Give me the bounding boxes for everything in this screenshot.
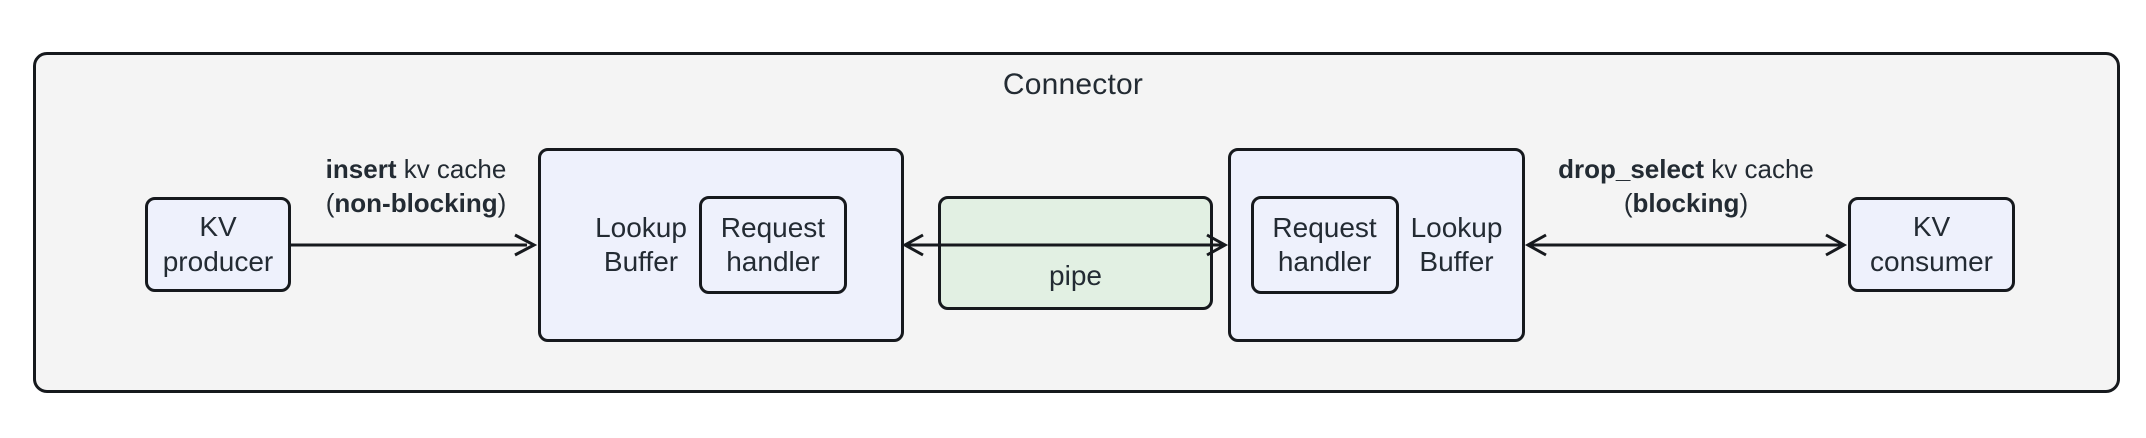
kv-producer-line2: producer [162,245,274,277]
lookup-buffer-right-line2: Buffer [1419,246,1494,277]
connector-title: Connector [1002,68,1144,101]
request-handler-left-line1: Request [720,211,826,243]
node-kv-producer[interactable]: KV producer [145,197,291,292]
node-lookup-buffer-left[interactable]: Lookup Buffer Request handler [538,148,904,342]
edge-label-drop-line1: drop_select kv cache [1536,152,1836,186]
kv-consumer-line2: consumer [1870,245,1993,277]
edge-label-insert-line1: insert kv cache [286,152,546,186]
edge-label-insert: insert kv cache (non-blocking) [286,152,546,221]
edge-label-insert-rest: kv cache [396,154,507,184]
kv-producer-line1: KV [199,211,237,243]
edge-label-insert-bold: insert [325,154,397,184]
node-kv-consumer[interactable]: KV consumer [1848,197,2015,292]
request-handler-left-line2: handler [726,246,820,277]
request-handler-right-line1: Request [1272,211,1377,243]
kv-consumer-line1: KV [1912,211,1951,243]
edge-label-insert-line2: (non-blocking) [286,186,546,220]
edge-label-drop-open: ( [1623,188,1633,219]
node-pipe[interactable]: pipe [938,196,1213,310]
edge-label-drop-close: ) [1739,188,1749,219]
edge-label-drop-select: drop_select kv cache (blocking) [1536,152,1836,221]
lookup-buffer-left-text: Lookup Buffer [595,211,699,279]
node-request-handler-left[interactable]: Request handler [698,196,847,294]
lookup-buffer-left-line1: Lookup [595,211,687,243]
edge-label-drop-rest: kv cache [1704,154,1814,184]
edge-label-drop-bold2: blocking [1632,188,1740,219]
edge-label-drop-bold: drop_select [1558,154,1705,184]
pipe-label: pipe [1049,259,1102,291]
lookup-buffer-left-line2: Buffer [603,246,679,277]
edge-label-insert-bold2: non-blocking [334,188,498,219]
request-handler-right-line2: handler [1277,246,1372,277]
lookup-buffer-right-line1: Lookup [1410,211,1503,243]
node-lookup-buffer-right[interactable]: Request handler Lookup Buffer [1228,148,1525,342]
edge-label-insert-close: ) [497,188,507,219]
edge-label-insert-open: ( [325,188,335,219]
edge-label-drop-line2: (blocking) [1536,186,1836,220]
lookup-buffer-right-text: Lookup Buffer [1399,211,1503,279]
node-request-handler-right[interactable]: Request handler [1250,196,1399,294]
